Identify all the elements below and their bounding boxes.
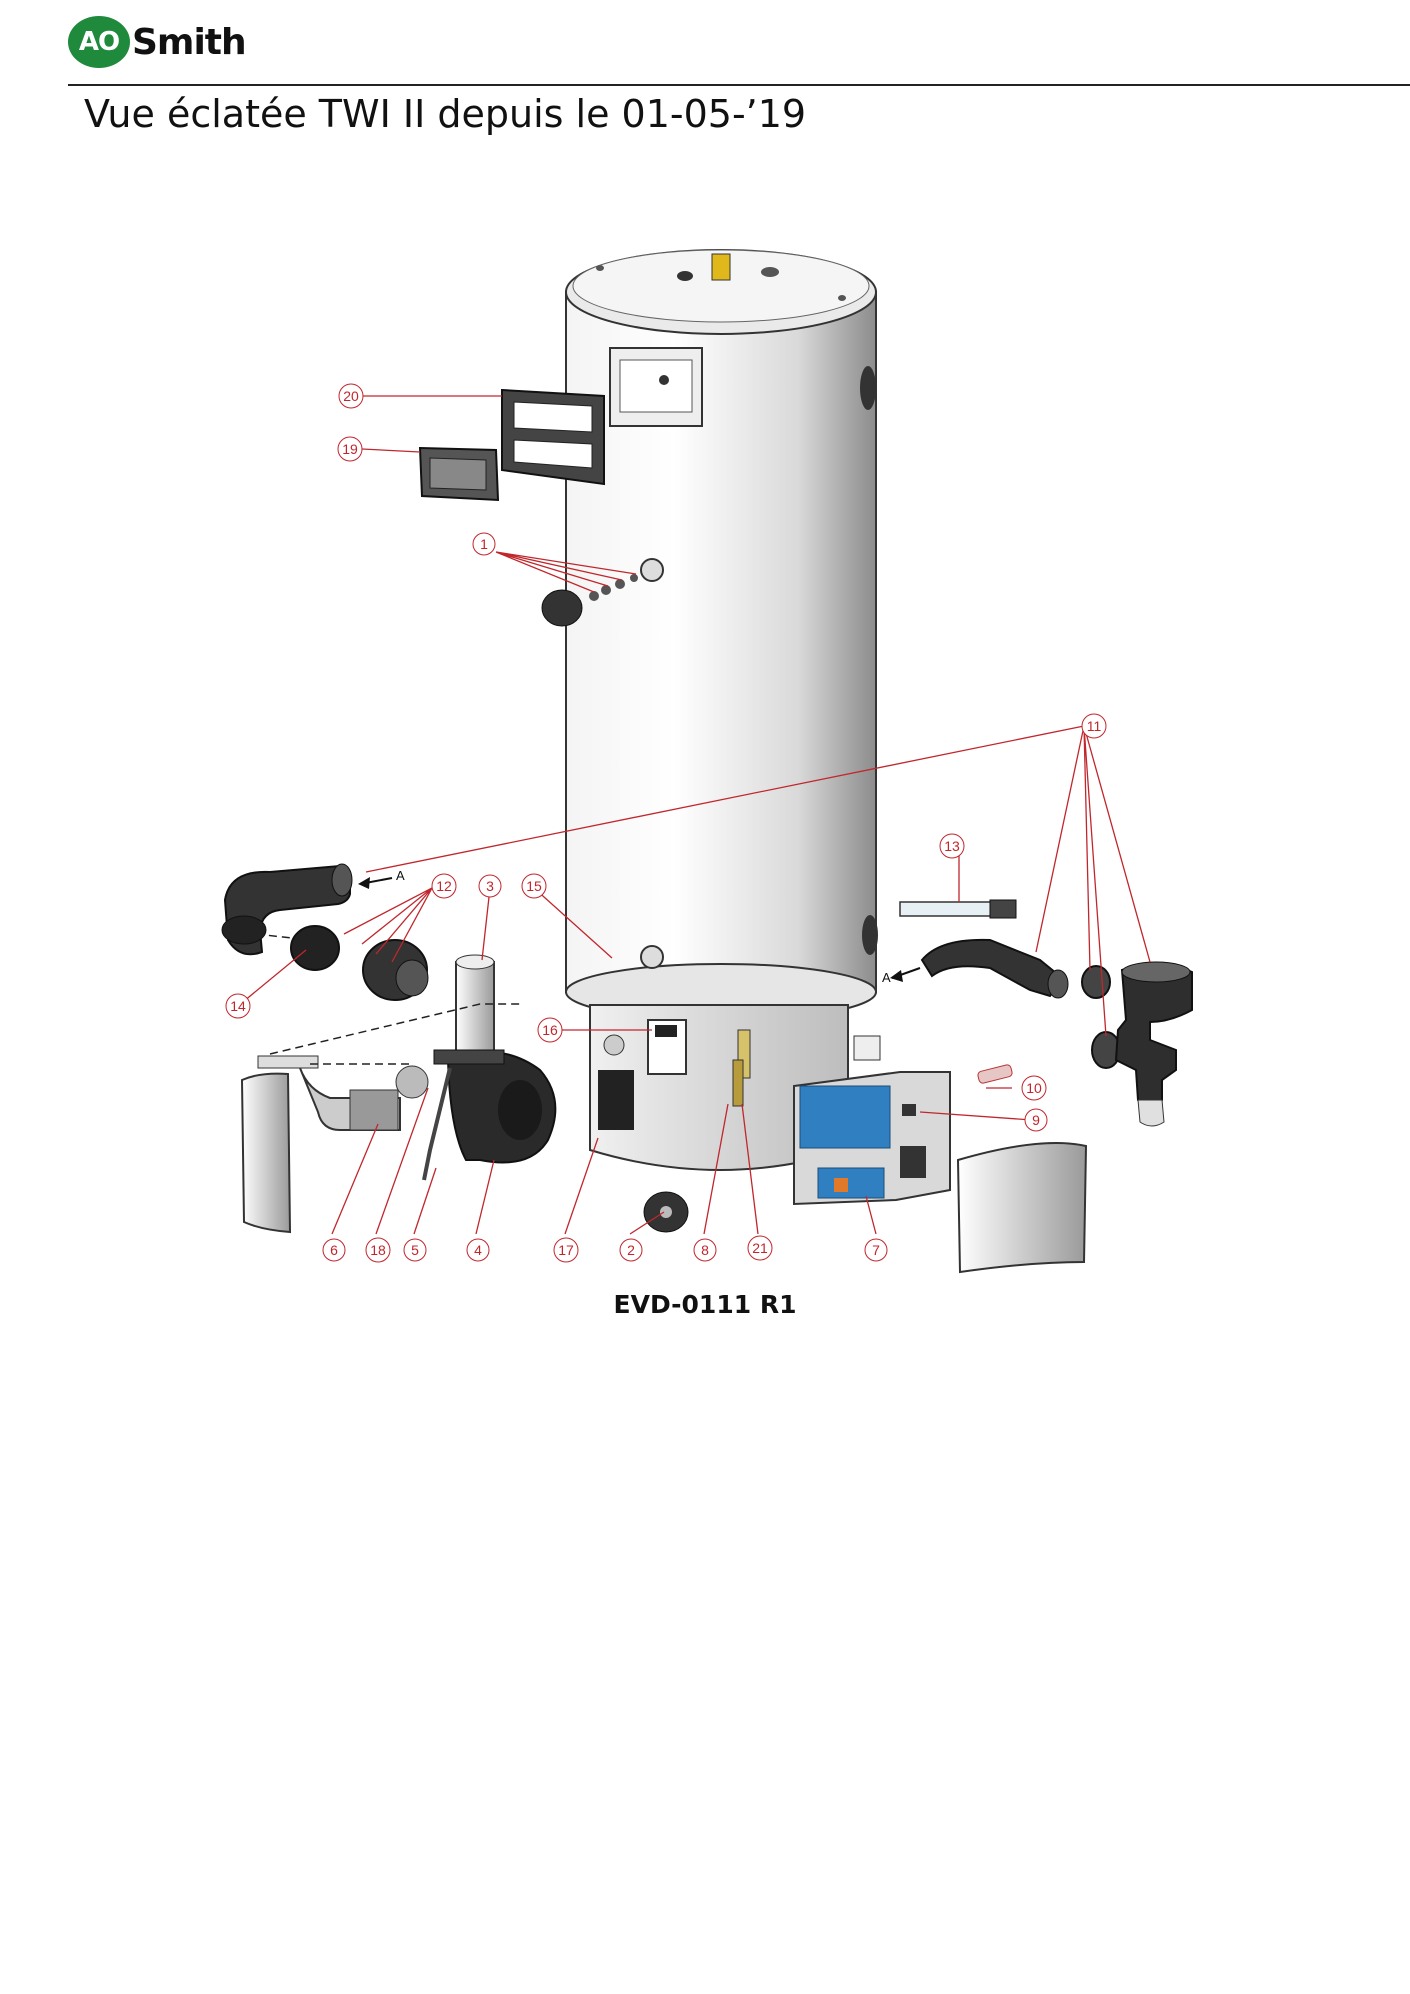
part-6-gas-valve xyxy=(257,1055,429,1131)
part-11-rings xyxy=(1081,965,1121,1069)
svg-text:A: A xyxy=(396,868,405,883)
part-11-left-elbow xyxy=(221,863,353,956)
svg-text:10: 10 xyxy=(1026,1080,1042,1096)
svg-text:3: 3 xyxy=(486,878,494,894)
svg-text:11: 11 xyxy=(1087,718,1102,734)
callout-4: 4 xyxy=(466,1238,490,1262)
logo-badge: AO xyxy=(68,16,130,68)
svg-text:13: 13 xyxy=(944,838,960,854)
callout-11: 11 xyxy=(1081,713,1107,739)
part-10-fuse xyxy=(977,1064,1013,1084)
svg-text:6: 6 xyxy=(330,1242,338,1258)
assembly-guide-lines xyxy=(255,933,520,1065)
callout-3: 3 xyxy=(478,874,502,898)
callout-2: 2 xyxy=(619,1238,643,1262)
svg-text:21: 21 xyxy=(752,1240,768,1256)
part-12-connector xyxy=(362,939,429,1001)
base-housing xyxy=(589,1004,881,1171)
callout-7: 7 xyxy=(864,1238,888,1262)
header-rule xyxy=(68,84,1410,86)
leader-lines xyxy=(237,395,1151,1235)
callout-20: 20 xyxy=(338,383,364,409)
tank-body xyxy=(565,249,878,1021)
part-7-control-board xyxy=(793,1071,951,1206)
part-8-ignitor xyxy=(732,1059,744,1107)
svg-text:17: 17 xyxy=(558,1242,574,1258)
part-4-blower xyxy=(433,1049,557,1164)
svg-text:8: 8 xyxy=(701,1242,709,1258)
callout-5: 5 xyxy=(403,1238,427,1262)
svg-text:15: 15 xyxy=(526,878,542,894)
part-5-rod xyxy=(422,1067,452,1181)
callout-1: 1 xyxy=(472,532,496,556)
ao-smith-logo: AO Smith xyxy=(68,16,247,68)
callout-9: 9 xyxy=(1024,1108,1048,1132)
svg-text:20: 20 xyxy=(343,388,359,404)
svg-text:12: 12 xyxy=(436,878,452,894)
callout-17: 17 xyxy=(553,1237,579,1263)
svg-text:19: 19 xyxy=(342,441,358,457)
arrow-a-left: A xyxy=(358,868,405,889)
svg-text:9: 9 xyxy=(1032,1112,1040,1128)
part-14-cap xyxy=(290,925,340,971)
right-cover-panel xyxy=(956,1142,1088,1274)
svg-text:14: 14 xyxy=(230,998,246,1014)
svg-text:4: 4 xyxy=(474,1242,482,1258)
part-19-display xyxy=(418,446,500,502)
logo-word: Smith xyxy=(132,21,247,63)
callout-6: 6 xyxy=(322,1238,346,1262)
callout-19: 19 xyxy=(337,436,363,462)
callout-16: 16 xyxy=(537,1017,563,1043)
svg-text:5: 5 xyxy=(411,1242,419,1258)
svg-text:2: 2 xyxy=(627,1242,635,1258)
callout-10: 10 xyxy=(1021,1075,1047,1101)
drawing-id: EVD-0111 R1 xyxy=(613,1290,797,1319)
svg-text:16: 16 xyxy=(542,1022,558,1038)
part-1-plug-set xyxy=(541,574,638,627)
svg-text:18: 18 xyxy=(370,1242,386,1258)
callout-18: 18 xyxy=(365,1237,391,1263)
page-title: Vue éclatée TWI II depuis le 01-05-’19 xyxy=(84,92,807,136)
callout-21: 21 xyxy=(747,1235,773,1261)
flue-adapter xyxy=(1114,961,1193,1127)
callout-8: 8 xyxy=(693,1238,717,1262)
callout-15: 15 xyxy=(521,873,547,899)
callout-12: 12 xyxy=(431,873,457,899)
arrow-a-right: A xyxy=(882,967,921,985)
part-13-tube xyxy=(899,899,1017,919)
callout-14: 14 xyxy=(225,993,251,1019)
callout-13: 13 xyxy=(939,833,965,859)
svg-text:1: 1 xyxy=(480,536,488,552)
left-cover-panel xyxy=(240,1072,292,1234)
part-11-right-elbow xyxy=(920,938,1069,999)
svg-text:A: A xyxy=(882,970,891,985)
part-20-frame xyxy=(501,388,605,486)
part-2-pressure-switch xyxy=(643,1191,689,1233)
svg-text:7: 7 xyxy=(872,1242,880,1258)
